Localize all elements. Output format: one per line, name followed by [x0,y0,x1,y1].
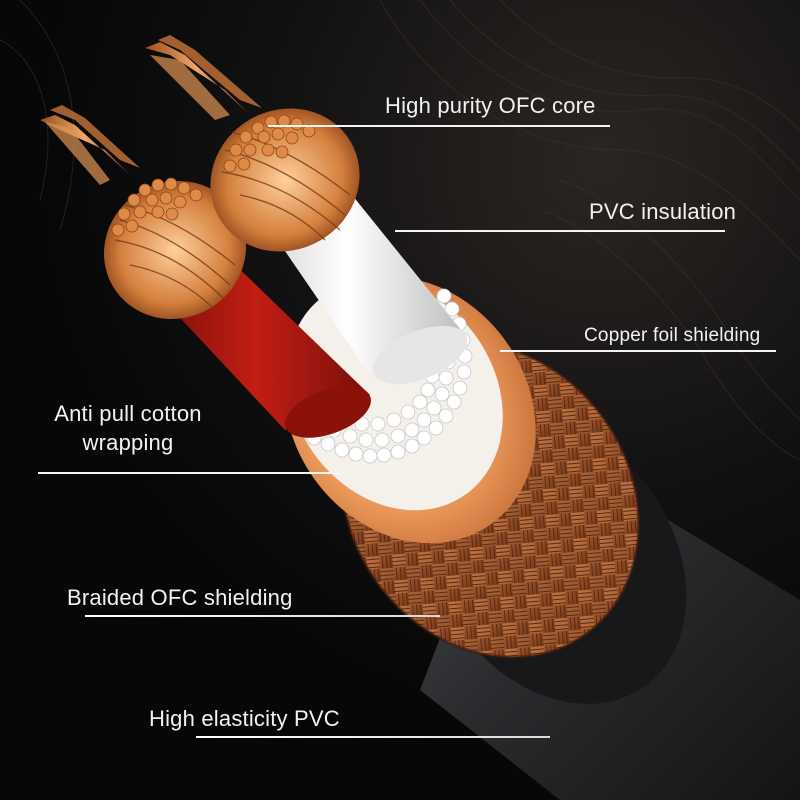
label-insulation: PVC insulation [589,199,737,224]
label-wrap: Anti pull cotton wrapping [54,401,202,455]
leader-jacket [196,736,550,738]
label-braid: Braided OFC shielding [67,585,293,610]
label-core: High purity OFC core [385,93,596,118]
leader-insulation [395,230,725,232]
leader-braid [85,615,440,617]
leader-core [268,125,610,127]
leader-wrap [38,472,348,474]
copper-core-right [145,35,360,252]
leader-foil [500,350,776,352]
label-jacket: High elasticity PVC [149,706,340,731]
label-foil: Copper foil shielding [584,325,761,346]
copper-core-left [40,105,247,320]
